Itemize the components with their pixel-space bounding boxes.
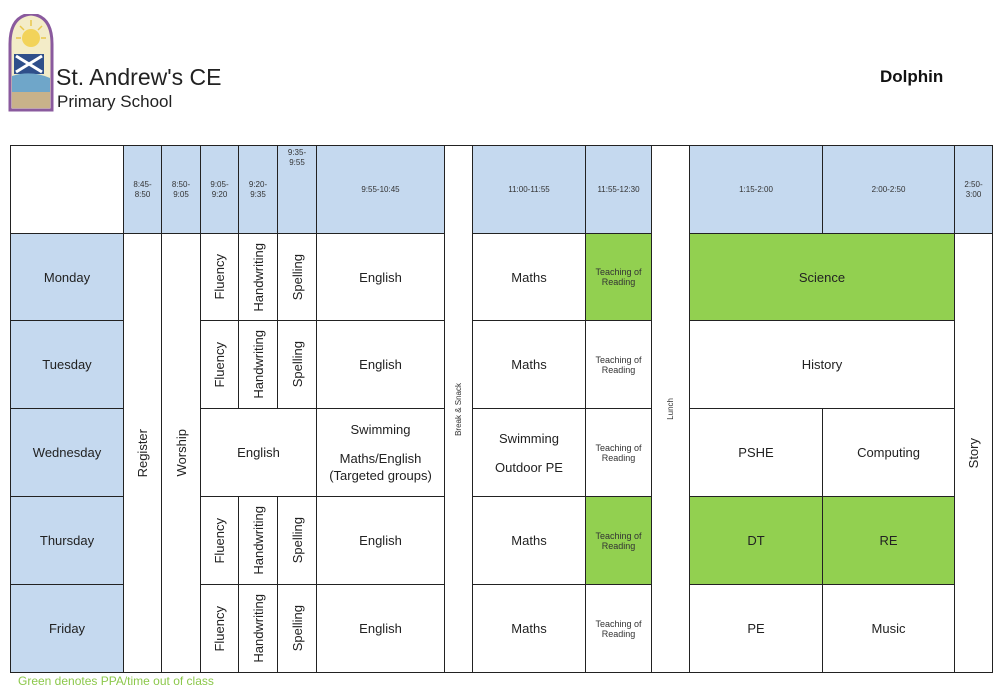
day-tuesday: Tuesday — [10, 320, 124, 409]
lesson-cell-ppa: DT — [689, 496, 823, 585]
lesson-cell: English — [200, 408, 317, 497]
lesson-cell: Maths — [472, 320, 586, 409]
lesson-cell: Spelling — [277, 496, 317, 585]
lesson-cell-ppa: Teaching of Reading — [585, 233, 652, 321]
corner-cell — [10, 145, 124, 234]
lesson-cell: Teaching of Reading — [585, 408, 652, 497]
school-subtitle: Primary School — [57, 92, 173, 111]
lesson-label: Fluency — [212, 517, 227, 564]
worship-column: Worship — [161, 233, 201, 673]
lesson-cell: Spelling — [277, 320, 317, 409]
lesson-cell-ppa: RE — [822, 496, 955, 585]
lesson-cell: English — [316, 496, 445, 585]
lesson-cell: English — [316, 233, 445, 321]
day-monday: Monday — [10, 233, 124, 321]
lesson-cell: Swimming Outdoor PE — [472, 408, 586, 497]
lesson-cell: Computing — [822, 408, 955, 497]
day-wednesday: Wednesday — [10, 408, 124, 497]
story-label: Story — [966, 437, 981, 469]
time-header: 11:00-11:55 — [472, 145, 586, 234]
lesson-label: Swimming — [499, 430, 559, 446]
stained-glass-window-icon — [8, 14, 54, 112]
worship-label: Worship — [173, 429, 189, 477]
break-column: Break & Snack — [444, 145, 473, 673]
lesson-cell: Spelling — [277, 233, 317, 321]
break-label: Break & Snack — [454, 382, 463, 436]
story-column: Story — [954, 233, 993, 673]
time-header: 9:05- 9:20 — [200, 145, 239, 234]
lesson-cell: Fluency — [200, 496, 239, 585]
lesson-label: Handwriting — [250, 594, 266, 663]
register-label: Register — [135, 428, 150, 478]
time-header: 9:20- 9:35 — [238, 145, 278, 234]
lesson-cell: Music — [822, 584, 955, 673]
lesson-cell: Spelling — [277, 584, 317, 673]
time-header: 11:55-12:30 — [585, 145, 652, 234]
ppa-footnote: Green denotes PPA/time out of class — [18, 674, 214, 688]
lesson-cell-ppa: Science — [689, 233, 955, 321]
lesson-cell: Handwriting — [238, 584, 278, 673]
register-column: Register — [123, 233, 162, 673]
lesson-cell: Maths — [472, 496, 586, 585]
lesson-sublabel: Maths/English (Targeted groups) — [329, 451, 432, 483]
lesson-label: Fluency — [212, 605, 227, 652]
lesson-label: Fluency — [212, 254, 227, 300]
lesson-cell: Fluency — [200, 233, 239, 321]
lesson-label: Swimming — [350, 422, 411, 437]
lunch-label: Lunch — [666, 398, 675, 420]
lesson-cell: PSHE — [689, 408, 823, 497]
lesson-cell-ppa: Teaching of Reading — [585, 496, 652, 585]
time-header: 9:55-10:45 — [316, 145, 445, 234]
time-header: 1:15-2:00 — [689, 145, 823, 234]
time-header: 2:50- 3:00 — [954, 145, 993, 234]
lesson-label: Handwriting — [250, 506, 266, 575]
lesson-cell: PE — [689, 584, 823, 673]
lesson-label: Spelling — [289, 253, 305, 301]
lesson-cell: English — [316, 584, 445, 673]
lesson-label: Spelling — [289, 517, 305, 564]
lesson-label: Handwriting — [250, 330, 266, 399]
lesson-cell: Handwriting — [238, 233, 278, 321]
lesson-cell: Handwriting — [238, 320, 278, 409]
lunch-column: Lunch — [651, 145, 690, 673]
school-logo — [8, 14, 233, 114]
lesson-cell: Handwriting — [238, 496, 278, 585]
day-thursday: Thursday — [10, 496, 124, 585]
lesson-label: Spelling — [289, 341, 305, 388]
time-header: 9:35- 9:55 — [277, 145, 317, 234]
time-header: 2:00-2:50 — [822, 145, 955, 234]
lesson-label: Fluency — [212, 341, 227, 388]
lesson-cell: History — [689, 320, 955, 409]
lesson-cell: Swimming Maths/English (Targeted groups) — [316, 408, 445, 497]
lesson-label: Spelling — [289, 605, 305, 652]
time-header: 8:45- 8:50 — [123, 145, 162, 234]
day-friday: Friday — [10, 584, 124, 673]
lesson-cell: Teaching of Reading — [585, 320, 652, 409]
lesson-cell: English — [316, 320, 445, 409]
time-header: 8:50- 9:05 — [161, 145, 201, 234]
school-name: St. Andrew's CE — [56, 64, 222, 90]
lesson-cell: Maths — [472, 233, 586, 321]
lesson-cell: Teaching of Reading — [585, 584, 652, 673]
lesson-sublabel: Outdoor PE — [495, 459, 563, 475]
lesson-cell: Maths — [472, 584, 586, 673]
lesson-label: Handwriting — [250, 242, 266, 312]
class-name: Dolphin — [880, 67, 944, 86]
lesson-cell: Fluency — [200, 584, 239, 673]
lesson-cell: Fluency — [200, 320, 239, 409]
